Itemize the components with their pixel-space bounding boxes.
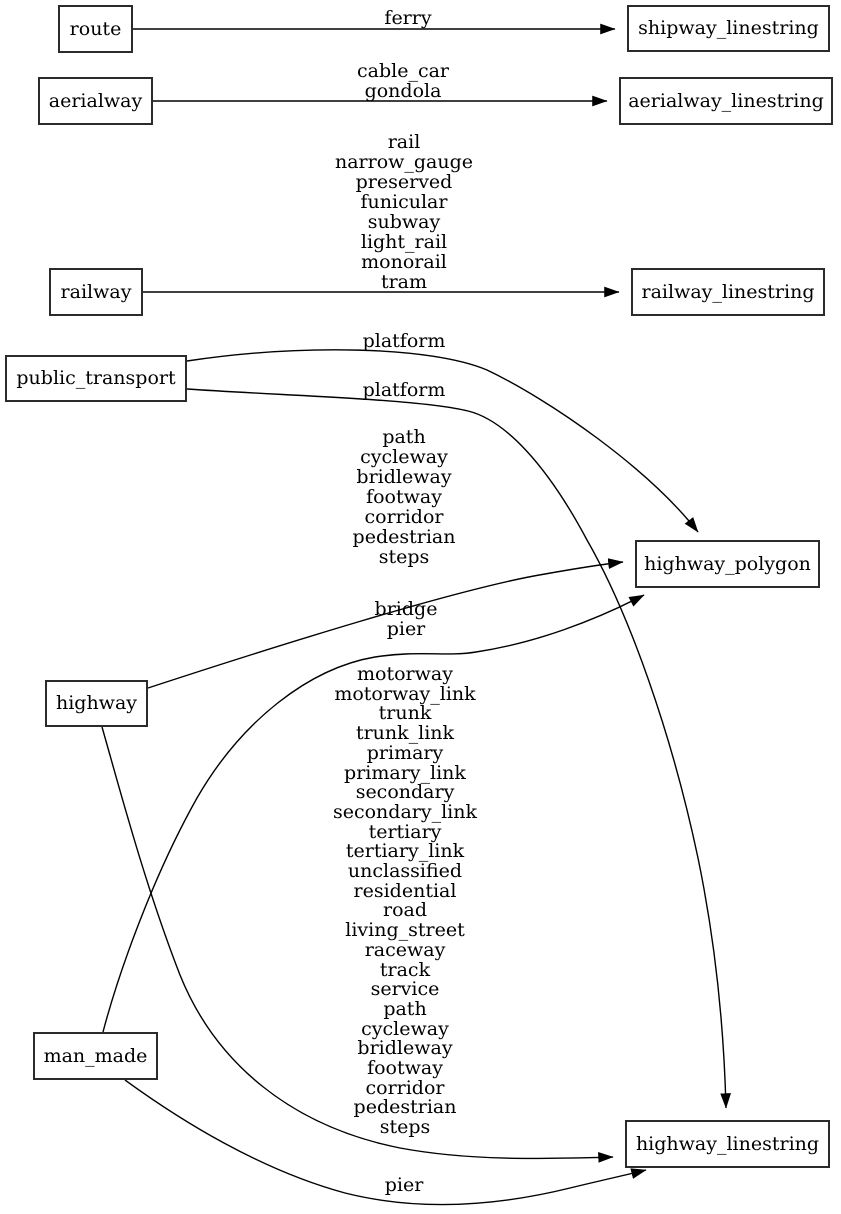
- node-aerialway-linestring: aerialway_linestring: [619, 77, 833, 125]
- edge-label-route-shipway: ferry: [384, 7, 432, 29]
- edge-man_made-highway_polygon: [102, 594, 645, 1033]
- edge-label-man-made-linestring: pier: [384, 1174, 424, 1196]
- node-public-transport: public_transport: [5, 355, 187, 402]
- node-railway-linestring: railway_linestring: [631, 268, 825, 316]
- edge-public_transport-highway_polygon: [186, 349, 699, 533]
- edge-label-highway-linestring: motorway motorway_link trunk trunk_link …: [332, 663, 478, 1139]
- node-highway: highway: [45, 680, 148, 727]
- node-aerialway: aerialway: [38, 77, 153, 125]
- edge-label-platform-polygon: platform: [362, 330, 446, 352]
- node-highway-polygon: highway_polygon: [635, 540, 820, 588]
- node-shipway-linestring: shipway_linestring: [627, 5, 830, 52]
- edge-highway-highway_polygon: [147, 558, 624, 689]
- node-route: route: [58, 5, 133, 53]
- node-man-made: man_made: [33, 1032, 158, 1080]
- edge-public_transport-highway_linestring: [186, 388, 732, 1109]
- node-railway: railway: [49, 268, 143, 316]
- edge-man_made-highway_linestring: [124, 1079, 647, 1206]
- edge-label-platform-linestring: platform: [362, 379, 446, 401]
- edge-label-aerialway: cable_car gondola: [356, 60, 450, 102]
- node-highway-linestring: highway_linestring: [625, 1120, 830, 1168]
- edge-highway-highway_linestring: [101, 726, 614, 1163]
- edge-label-highway-polygon: path cycleway bridleway footway corridor…: [352, 426, 456, 568]
- edge-label-railway: rail narrow_gauge preserved funicular su…: [334, 131, 474, 293]
- edge-label-man-made-polygon: bridge pier: [374, 598, 438, 640]
